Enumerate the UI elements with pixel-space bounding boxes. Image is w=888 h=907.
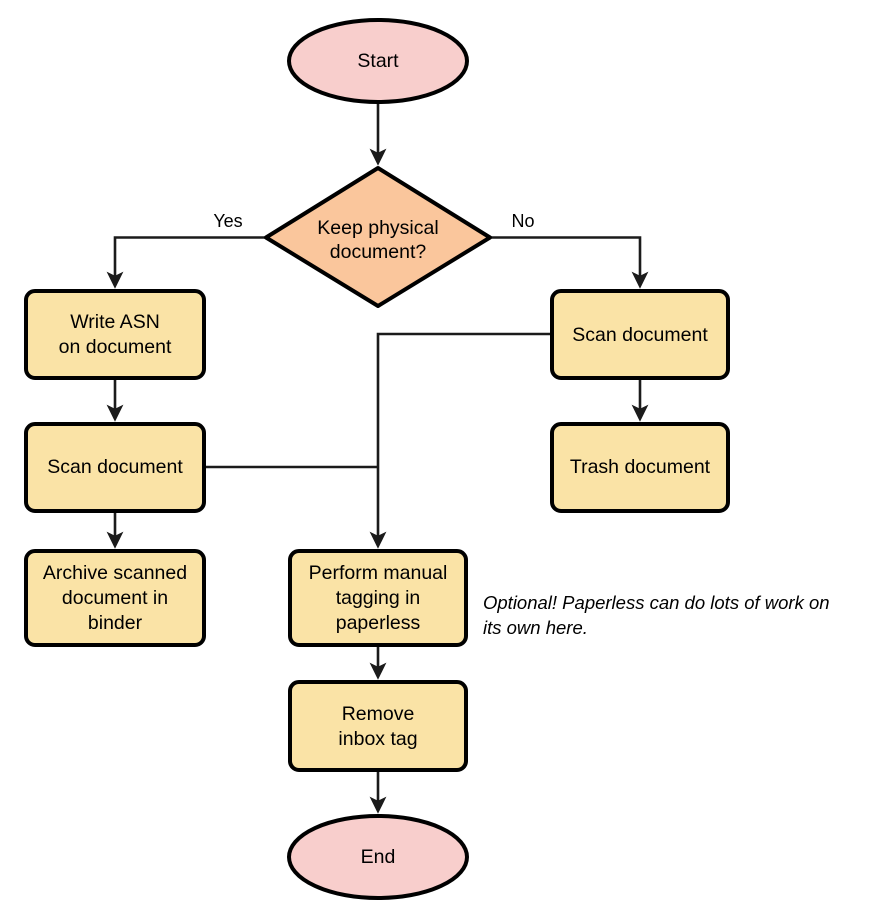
- archive-label-line3: binder: [88, 612, 143, 634]
- node-scan-document-right[interactable]: Scan document: [550, 289, 730, 380]
- note-line2: its own here.: [483, 617, 588, 638]
- write-asn-label-line1: Write ASN: [70, 311, 160, 333]
- node-remove-inbox-tag[interactable]: Remove inbox tag: [288, 680, 468, 772]
- remove-inbox-box-shape: [288, 680, 468, 772]
- tagging-label-line1: Perform manual: [309, 562, 448, 584]
- write-asn-box-shape: [24, 289, 206, 380]
- decision-label-line2: document?: [330, 241, 427, 263]
- remove-inbox-label-line2: inbox tag: [338, 728, 417, 750]
- note-line1: Optional! Paperless can do lots of work …: [483, 592, 830, 613]
- archive-label-line1: Archive scanned: [43, 562, 187, 584]
- tagging-box-shape: [288, 549, 468, 647]
- end-label: End: [361, 846, 396, 868]
- scan-document-left-label: Scan document: [47, 456, 183, 478]
- tagging-label-line3: paperless: [336, 612, 421, 634]
- tagging-label-line2: tagging in: [336, 587, 421, 609]
- decision-label-line1: Keep physical: [317, 217, 438, 239]
- edge-label-yes: Yes: [213, 211, 242, 231]
- trash-document-label: Trash document: [570, 456, 711, 478]
- connectors: [106, 102, 649, 814]
- scan-document-right-label: Scan document: [572, 324, 708, 346]
- trash-document-box-shape: [550, 422, 730, 513]
- edge-label-no: No: [511, 211, 534, 231]
- edge-decision-yes-to-write-asn: [106, 236, 267, 289]
- scan-document-left-box-shape: [24, 422, 206, 513]
- node-scan-document-left[interactable]: Scan document: [24, 422, 206, 513]
- edge-scan-right-to-tagging: [369, 332, 552, 549]
- write-asn-label-line2: on document: [59, 336, 172, 358]
- remove-inbox-label-line1: Remove: [342, 703, 415, 725]
- decision-diamond-shape: [264, 166, 492, 308]
- start-ellipse-shape: [287, 18, 469, 104]
- note-optional-paperless: Optional! Paperless can do lots of work …: [483, 592, 830, 638]
- node-decision-keep-physical-document[interactable]: Keep physical document?: [264, 166, 492, 308]
- start-label: Start: [357, 50, 399, 72]
- scan-document-right-box-shape: [550, 289, 730, 380]
- edge-decision-no-to-scan-right: [490, 236, 649, 289]
- node-start[interactable]: Start: [287, 18, 469, 104]
- node-perform-manual-tagging[interactable]: Perform manual tagging in paperless: [288, 549, 468, 647]
- archive-label-line2: document in: [62, 587, 168, 609]
- end-ellipse-shape: [287, 814, 469, 900]
- archive-box-shape: [24, 549, 206, 647]
- node-end[interactable]: End: [287, 814, 469, 900]
- node-write-asn-on-document[interactable]: Write ASN on document: [24, 289, 206, 380]
- node-archive-scanned-document-in-binder[interactable]: Archive scanned document in binder: [24, 549, 206, 647]
- node-trash-document[interactable]: Trash document: [550, 422, 730, 513]
